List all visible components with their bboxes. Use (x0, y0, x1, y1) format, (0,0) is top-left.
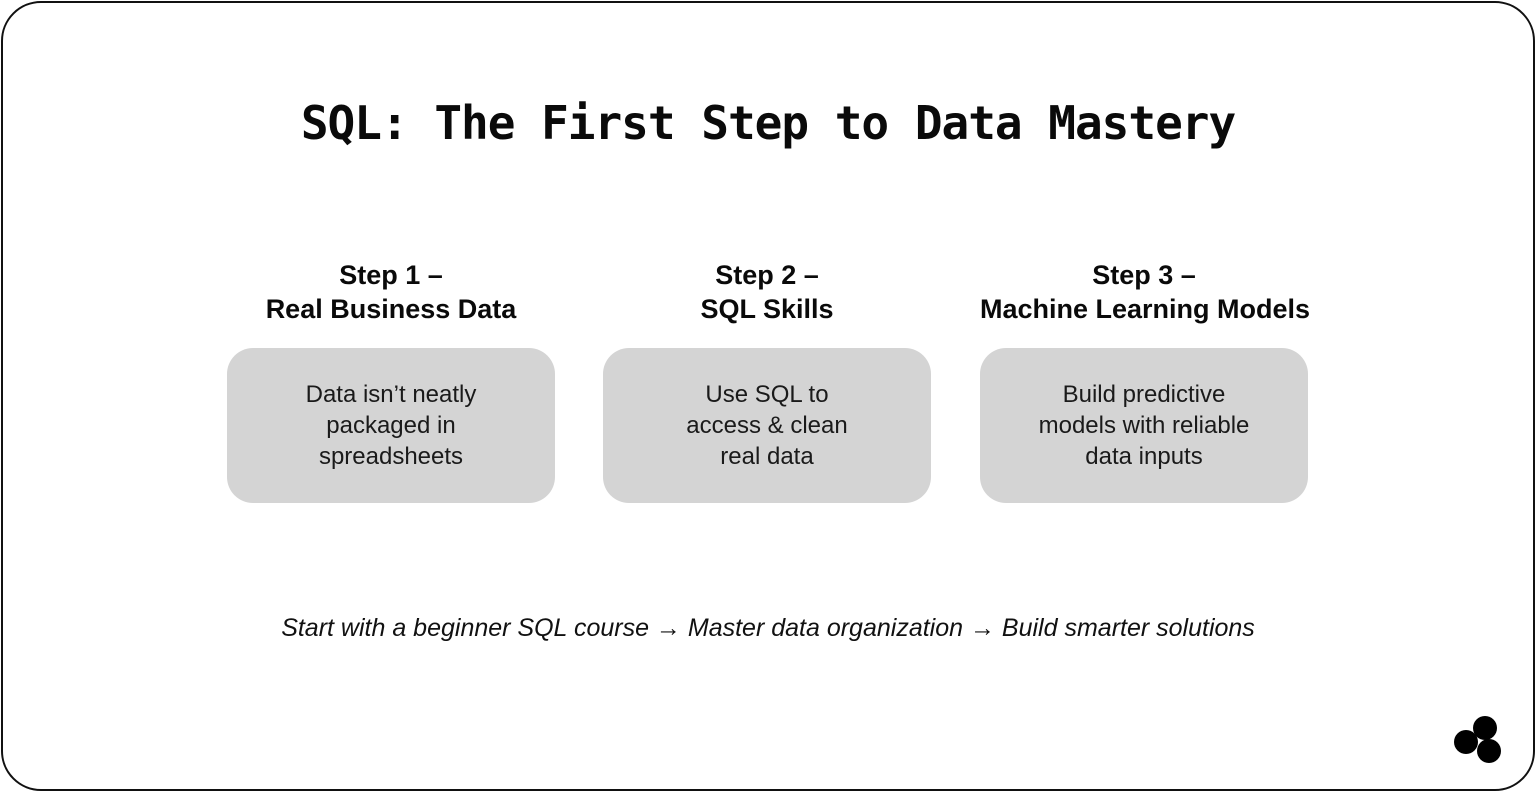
step-heading: Step 2 – SQL Skills (603, 258, 931, 326)
step-description-line: spreadsheets (318, 443, 464, 470)
step-3: Step 3 – Machine Learning Models Build p… (980, 258, 1311, 503)
page-title: SQL: The First Step to Data Mastery (300, 96, 1236, 150)
step-description-line: real data (720, 443, 814, 470)
step-heading: Step 3 – Machine Learning Models (980, 258, 1311, 326)
step-description-line: Data isn’t neatly (305, 381, 477, 408)
step-heading: Step 1 – Real Business Data (227, 258, 555, 326)
step-description-line: packaged in (326, 412, 456, 439)
step-number-label: Step 1 – (339, 260, 443, 290)
step-1: Step 1 – Real Business Data Data isn’t n… (227, 258, 555, 503)
step-description-box: Use SQL to access & clean real data (603, 348, 931, 503)
step-description-line: Use SQL to (705, 381, 829, 408)
step-description-line: data inputs (1085, 443, 1203, 470)
step-description-line: access & clean (686, 412, 848, 439)
step-number-label: Step 3 – (1092, 260, 1196, 290)
step-number-label: Step 2 – (715, 260, 819, 290)
step-2: Step 2 – SQL Skills Use SQL to access & … (603, 258, 931, 503)
step-title: Real Business Data (265, 294, 517, 324)
step-title: Machine Learning Models (980, 294, 1311, 324)
footer-pathway-text: Start with a beginner SQL course → Maste… (281, 614, 1255, 642)
step-description-line: models with reliable (1038, 412, 1250, 439)
three-circles-logo-icon (1454, 716, 1501, 763)
step-description-line: Build predictive (1062, 381, 1226, 408)
step-title: SQL Skills (700, 294, 834, 324)
step-description-box: Build predictive models with reliable da… (980, 348, 1308, 503)
step-description-box: Data isn’t neatly packaged in spreadshee… (227, 348, 555, 503)
